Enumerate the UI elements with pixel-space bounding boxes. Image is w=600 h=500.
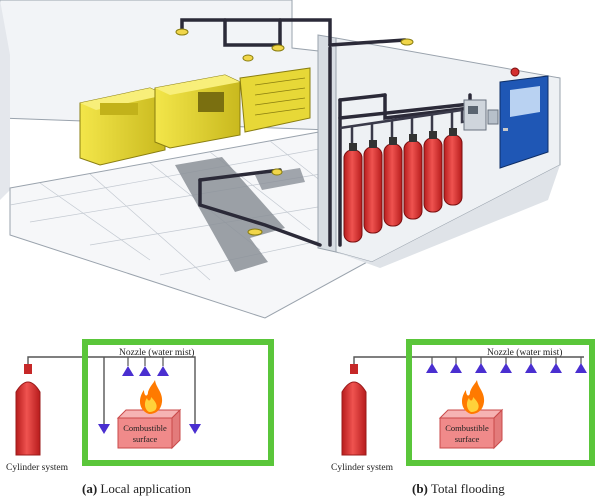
enclosure-boundary bbox=[406, 339, 595, 466]
enclosure-boundary bbox=[82, 339, 274, 466]
cylinder-bank bbox=[343, 128, 463, 243]
nozzle-icon bbox=[450, 363, 462, 373]
nozzle-icon bbox=[139, 366, 151, 376]
surface-label-line2: surface bbox=[455, 434, 480, 444]
equipment-cabinets bbox=[79, 67, 311, 166]
door-icon bbox=[499, 75, 549, 169]
combustible-surface: Combustible surface bbox=[116, 408, 182, 450]
nozzle-icon bbox=[550, 363, 562, 373]
nozzle-icon bbox=[500, 363, 512, 373]
room-illustration bbox=[0, 0, 561, 319]
nozzle-icon bbox=[98, 424, 110, 434]
floor-walkway-stub bbox=[255, 168, 305, 190]
partition-wall bbox=[317, 34, 337, 253]
supply-pipe bbox=[353, 356, 584, 364]
surface-label-line1: Combustible bbox=[445, 423, 489, 433]
cylinder-label: Cylinder system bbox=[331, 463, 394, 473]
cylinder-icon bbox=[383, 137, 403, 227]
nozzle-icon bbox=[122, 366, 134, 376]
cylinder-label: Cylinder system bbox=[6, 463, 69, 473]
cylinder-icon bbox=[15, 364, 41, 456]
surface-label-line2: surface bbox=[133, 434, 158, 444]
branch-pipe bbox=[127, 357, 164, 366]
cylinder-icon bbox=[343, 143, 363, 243]
panel-local-application: Cylinder system Nozzle (water mist) Comb… bbox=[6, 339, 274, 496]
supply-pipe bbox=[27, 356, 196, 428]
nozzle-label: Nozzle (water mist) bbox=[119, 347, 194, 358]
left-wall bbox=[0, 0, 10, 200]
pipe-network bbox=[180, 18, 472, 247]
nozzle-icon bbox=[189, 424, 201, 434]
nozzle-icon bbox=[157, 366, 169, 376]
cylinder-icon bbox=[363, 140, 383, 234]
nozzle-icon bbox=[575, 363, 587, 373]
cylinder-icon bbox=[423, 131, 443, 213]
cylinder-icon bbox=[341, 364, 367, 456]
alarm-bell-icon bbox=[510, 67, 520, 77]
nozzle-label: Nozzle (water mist) bbox=[487, 347, 562, 358]
nozzle-icon bbox=[426, 363, 438, 373]
control-panel bbox=[463, 99, 499, 131]
nozzle-icon bbox=[525, 363, 537, 373]
caption-a: (a) Local application bbox=[82, 481, 192, 496]
combustible-surface: Combustible surface bbox=[438, 408, 504, 450]
branch-pipes bbox=[431, 357, 582, 364]
panel-total-flooding: Cylinder system Nozzle (water mist) Comb… bbox=[331, 339, 595, 496]
surface-label-line1: Combustible bbox=[123, 423, 167, 433]
cylinder-manifold bbox=[339, 108, 479, 148]
caption-b: (b) Total flooding bbox=[412, 481, 505, 496]
cylinder-icon bbox=[443, 128, 463, 206]
fire-icon bbox=[461, 380, 485, 414]
fire-icon bbox=[139, 380, 163, 414]
ceiling-nozzles bbox=[175, 28, 414, 236]
cylinder-icon bbox=[403, 134, 423, 220]
nozzle-icon bbox=[475, 363, 487, 373]
